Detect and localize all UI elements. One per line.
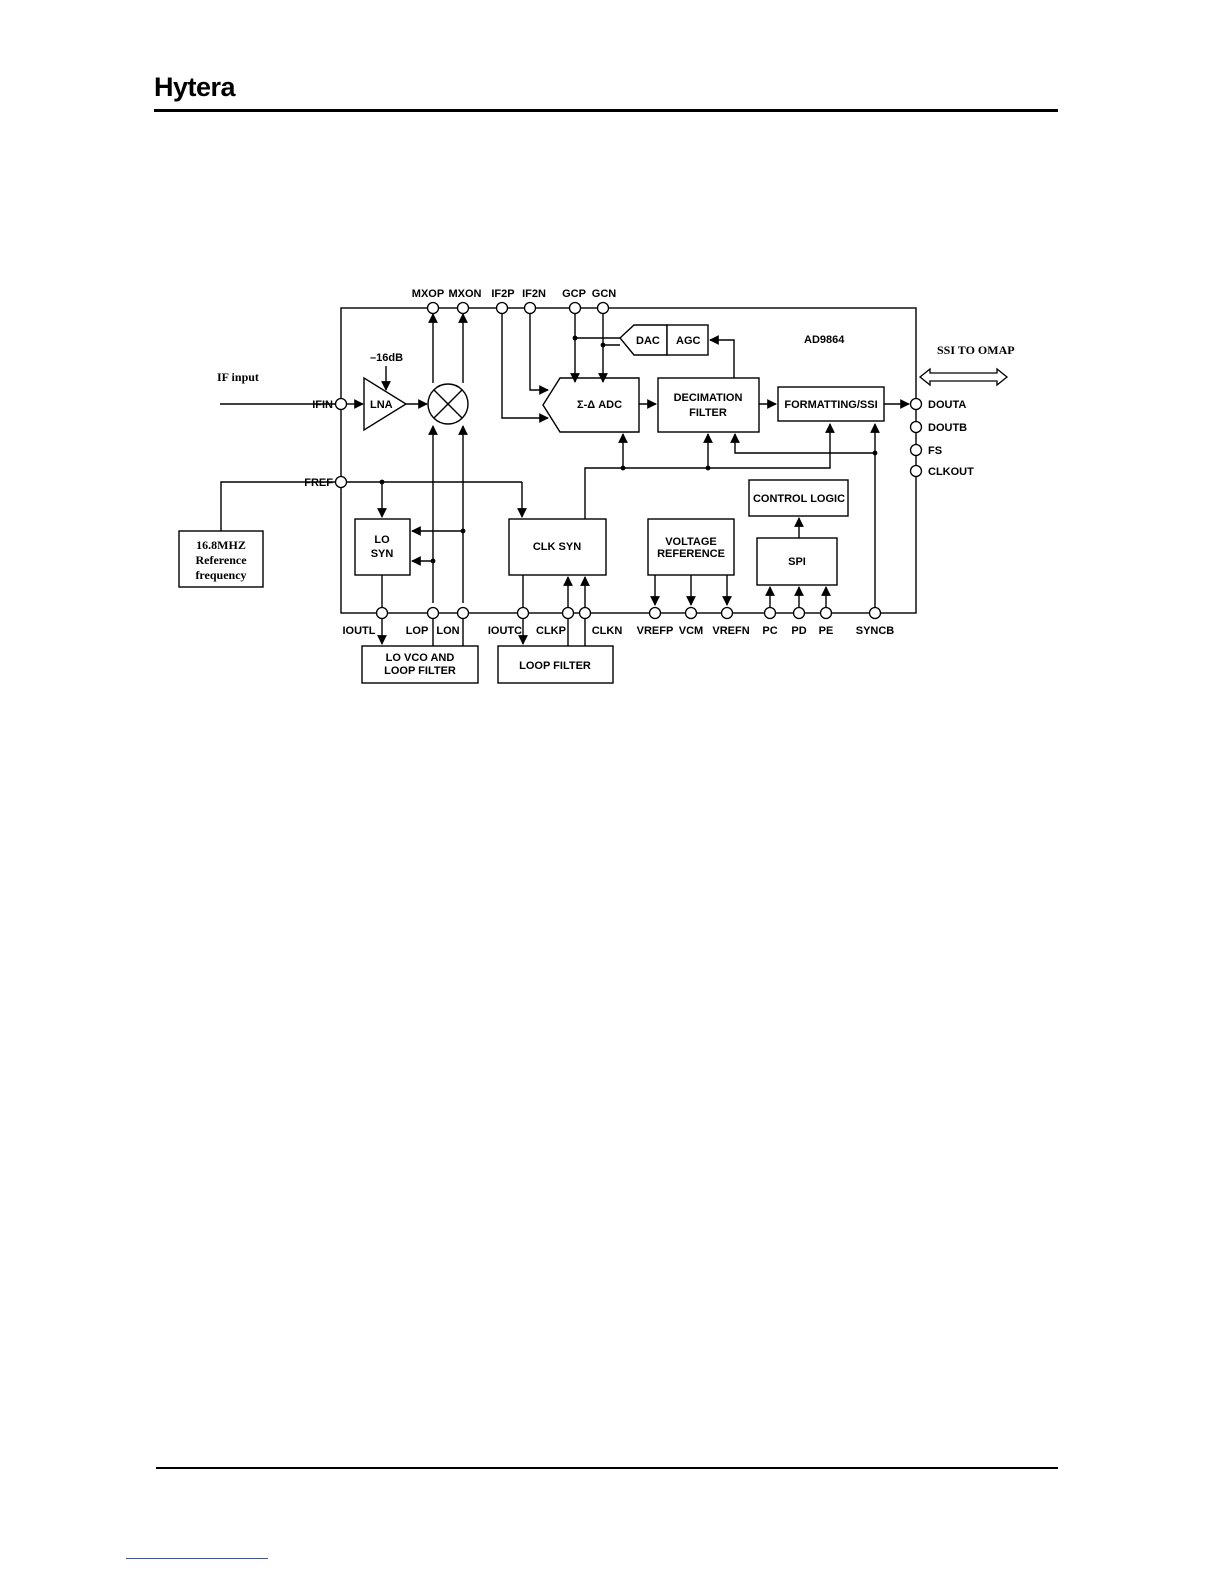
- sigma-delta-adc-block: [542, 377, 640, 433]
- pin-label-fs: FS: [928, 445, 942, 457]
- pin-label-clkp: CLKP: [536, 625, 566, 637]
- pin-ioutl: [375, 606, 389, 620]
- ref-osc-label-2: Reference: [195, 553, 247, 567]
- lo-vco-label-2: LOOP FILTER: [384, 665, 456, 677]
- spi-block: [756, 537, 838, 586]
- lo-vco-loop-filter-block: [361, 645, 479, 684]
- pin-gcp: [568, 301, 582, 315]
- pin-label-douta: DOUTA: [928, 399, 966, 411]
- lo-syn-block: [354, 518, 411, 576]
- pin-clkout: [909, 464, 923, 478]
- pin-pd: [792, 606, 806, 620]
- agc-block: [666, 324, 709, 356]
- ref-osc-label-1: 16.8MHZ: [196, 538, 246, 552]
- pin-lon: [456, 606, 470, 620]
- pin-label-if2p: IF2P: [491, 288, 514, 300]
- pin-label-pe: PE: [819, 625, 834, 637]
- control-logic-block: [748, 479, 849, 517]
- pin-mxop: [426, 301, 440, 315]
- pin-label-gcp: GCP: [562, 288, 586, 300]
- pin-label-syncb: SYNCB: [856, 625, 895, 637]
- pin-fref: [334, 475, 348, 489]
- if-input-label: IF input: [217, 370, 259, 384]
- chip-name: AD9864: [804, 334, 845, 346]
- agc-label: AGC: [676, 335, 701, 347]
- pin-label-lop: LOP: [406, 625, 429, 637]
- pin-label-vrefn: VREFN: [712, 625, 749, 637]
- control-logic-label: CONTROL LOGIC: [753, 493, 845, 505]
- pin-vrefn: [720, 606, 734, 620]
- decimation-filter-block: [657, 377, 760, 433]
- pin-lop: [426, 606, 440, 620]
- pin-if2n: [523, 301, 537, 315]
- decimation-filter-label-2: FILTER: [689, 407, 727, 419]
- pin-syncb: [868, 606, 882, 620]
- pin-label-doutb: DOUTB: [928, 422, 967, 434]
- clk-syn-label: CLK SYN: [533, 541, 581, 553]
- pin-label-ioutl: IOUTL: [343, 625, 376, 637]
- pin-gcn: [596, 301, 610, 315]
- chip-outline: [340, 307, 917, 614]
- formatting-ssi-label: FORMATTING/SSI: [784, 399, 877, 411]
- ref-osc-label-3: frequency: [195, 568, 246, 582]
- header-rule: [154, 109, 1058, 112]
- pin-label-mxop: MXOP: [412, 288, 444, 300]
- pin-label-clkout: CLKOUT: [928, 466, 974, 478]
- pin-label-gcn: GCN: [592, 288, 617, 300]
- pin-label-clkn: CLKN: [592, 625, 623, 637]
- footer-link-underline: [126, 1558, 268, 1559]
- pin-label-vcm: VCM: [679, 625, 703, 637]
- pin-label-fref: FREF: [304, 477, 333, 489]
- loop-filter-block: [497, 645, 614, 684]
- reference-oscillator-block: [178, 530, 264, 588]
- pin-label-mxon: MXON: [449, 288, 482, 300]
- lo-vco-label-1: LO VCO AND: [386, 652, 455, 664]
- pin-vcm: [684, 606, 698, 620]
- pin-label-ifin: IFIN: [312, 399, 333, 411]
- ssi-bus-arrow-icon: [918, 367, 1009, 387]
- loop-filter-label: LOOP FILTER: [519, 660, 591, 672]
- pin-mxon: [456, 301, 470, 315]
- pin-ifin: [334, 397, 348, 411]
- lna-label: LNA: [370, 399, 393, 411]
- pin-clkp: [561, 606, 575, 620]
- clk-syn-block: [508, 518, 607, 576]
- lna-gain-label: –16dB: [370, 352, 403, 364]
- pin-label-vrefp: VREFP: [637, 625, 674, 637]
- pin-label-pd: PD: [791, 625, 806, 637]
- pin-label-if2n: IF2N: [522, 288, 546, 300]
- voltage-reference-block: [647, 518, 735, 576]
- lo-syn-label-1: LO: [374, 534, 390, 546]
- pin-ioutc: [516, 606, 530, 620]
- footer-rule: [156, 1467, 1058, 1469]
- lna-block: [363, 376, 408, 432]
- hytera-logo: Hytera: [154, 72, 236, 102]
- pin-pe: [819, 606, 833, 620]
- pin-clkn: [578, 606, 592, 620]
- pin-label-ioutc: IOUTC: [488, 625, 522, 637]
- pin-fs: [909, 443, 923, 457]
- pin-doutb: [909, 420, 923, 434]
- decimation-filter-label-1: DECIMATION: [674, 392, 743, 404]
- dac-label: DAC: [636, 335, 660, 347]
- sigma-delta-adc-label: Σ-Δ ADC: [577, 399, 622, 411]
- voltage-reference-label-2: REFERENCE: [657, 548, 725, 560]
- pin-if2p: [495, 301, 509, 315]
- pin-pc: [763, 606, 777, 620]
- pin-douta: [909, 397, 923, 411]
- lo-syn-label-2: SYN: [371, 548, 394, 560]
- pin-label-lon: LON: [436, 625, 459, 637]
- pin-vrefp: [648, 606, 662, 620]
- voltage-reference-label-1: VOLTAGE: [665, 536, 717, 548]
- spi-label: SPI: [788, 556, 806, 568]
- pin-label-pc: PC: [762, 625, 777, 637]
- ssi-to-omap-label: SSI TO OMAP: [937, 343, 1015, 357]
